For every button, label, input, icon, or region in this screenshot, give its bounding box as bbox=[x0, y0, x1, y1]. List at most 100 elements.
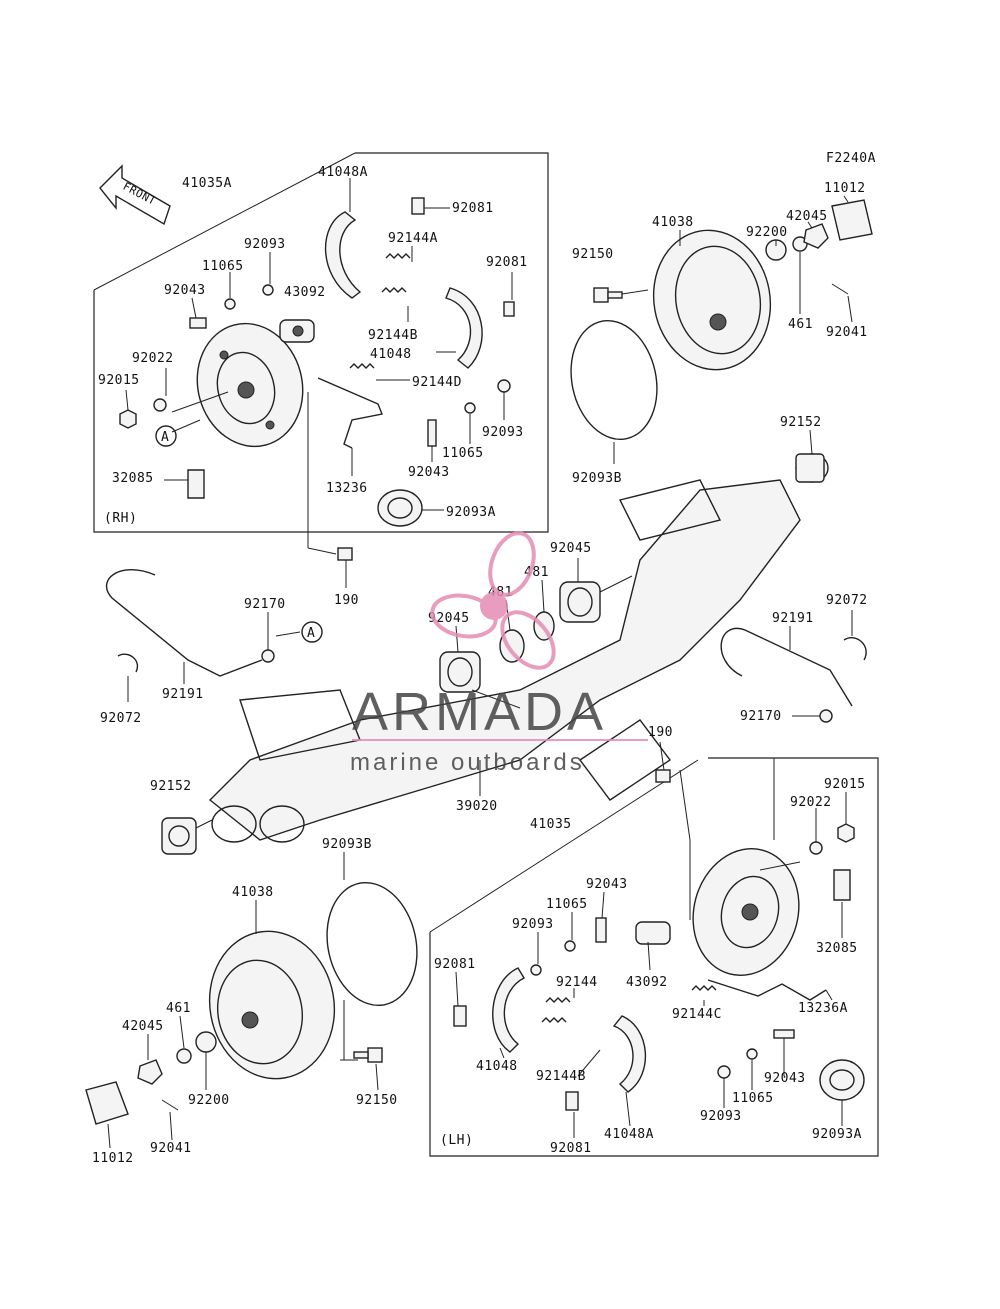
rh-cap-11012 bbox=[831, 199, 873, 241]
rh-washer-92093-b bbox=[497, 379, 511, 393]
lh-frame-diagonal bbox=[429, 759, 699, 933]
part-label: 92144A bbox=[388, 231, 438, 246]
armada-watermark: ARMADA marine outboards bbox=[350, 531, 648, 776]
ref-a-marker-rh: A bbox=[155, 425, 177, 447]
rh-spring-92144b bbox=[381, 287, 407, 293]
part-label: 92022 bbox=[790, 795, 832, 810]
lh-washer-11065 bbox=[564, 940, 576, 952]
part-label: 32085 bbox=[816, 941, 858, 956]
front-arrow-icon: FRONT bbox=[99, 164, 171, 226]
part-label: 92150 bbox=[356, 1093, 398, 1108]
rh-adjuster-clip-1 bbox=[411, 197, 425, 215]
part-label: 92072 bbox=[100, 711, 142, 726]
lh-washer-92022 bbox=[809, 841, 823, 855]
propeller-logo-icon bbox=[430, 531, 556, 670]
part-label: 41038 bbox=[652, 215, 694, 230]
part-label: 92191 bbox=[162, 687, 204, 702]
lh-brake-shoe-lower bbox=[612, 1015, 647, 1093]
part-label: 41048 bbox=[476, 1059, 518, 1074]
part-label: 190 bbox=[648, 725, 673, 740]
bolt-190-lh bbox=[655, 769, 671, 783]
part-label: 92081 bbox=[452, 201, 494, 216]
part-label: 92043 bbox=[586, 877, 628, 892]
leader-lines bbox=[107, 178, 853, 1149]
part-label: 92144C bbox=[672, 1007, 722, 1022]
part-label: 41035A bbox=[182, 176, 232, 191]
part-label: 92093A bbox=[446, 505, 496, 520]
part-label: 92081 bbox=[434, 957, 476, 972]
rh-drum-seal-92093b bbox=[570, 319, 658, 441]
rh-frame-diagonal bbox=[93, 152, 356, 291]
lh-brake-shoe-upper bbox=[492, 967, 525, 1053]
part-label: 92081 bbox=[486, 255, 528, 270]
clip-92072-lh bbox=[843, 637, 867, 661]
rh-brake-shoe-upper bbox=[324, 211, 362, 299]
diagram-code: F2240A bbox=[826, 151, 876, 166]
lh-ring-461 bbox=[176, 1048, 192, 1064]
bushing-92045-upper bbox=[559, 581, 601, 623]
part-label: 41048A bbox=[318, 165, 368, 180]
lh-spring-92144b bbox=[541, 1017, 567, 1023]
part-label: 92093 bbox=[512, 917, 554, 932]
part-label: 92043 bbox=[764, 1071, 806, 1086]
part-label: 42045 bbox=[122, 1019, 164, 1034]
part-label: 92041 bbox=[150, 1141, 192, 1156]
part-label: 92170 bbox=[244, 597, 286, 612]
lh-backing-plate bbox=[692, 848, 800, 976]
lh-washer-92093-b bbox=[717, 1065, 731, 1079]
part-label: 42045 bbox=[786, 209, 828, 224]
lh-spring-92144 bbox=[545, 997, 571, 1003]
rh-brake-shoe-lower bbox=[445, 287, 483, 369]
part-label: 11012 bbox=[824, 181, 866, 196]
part-label: 92072 bbox=[826, 593, 868, 608]
part-label: 92144D bbox=[412, 375, 462, 390]
part-label: 11065 bbox=[442, 446, 484, 461]
lh-label: (LH) bbox=[440, 1133, 473, 1148]
part-label: 13236A bbox=[798, 1001, 848, 1016]
lh-bolt-92150 bbox=[353, 1047, 383, 1063]
bushing-92045-lower bbox=[439, 651, 481, 693]
rh-cotter-92041 bbox=[831, 283, 849, 295]
part-label: 43092 bbox=[284, 285, 326, 300]
rh-seal-92093a bbox=[377, 489, 423, 527]
lh-washer-11065-b bbox=[746, 1048, 758, 1060]
part-label: 92093 bbox=[482, 425, 524, 440]
rh-wheel-cylinder bbox=[279, 319, 315, 343]
part-label: 92191 bbox=[772, 611, 814, 626]
lh-drum-seal-92093b bbox=[326, 881, 418, 1007]
rh-spring-92144a bbox=[385, 253, 411, 259]
part-label: 11065 bbox=[732, 1091, 774, 1106]
lh-pin-92043 bbox=[595, 917, 607, 943]
lh-wheel-cylinder bbox=[635, 921, 671, 945]
part-label: 92152 bbox=[780, 415, 822, 430]
rh-washer-92093 bbox=[262, 284, 274, 296]
lh-pin-92043-b bbox=[773, 1029, 795, 1039]
hose-92191-lh bbox=[720, 627, 853, 707]
bushing-92152-rh bbox=[795, 453, 829, 483]
part-label: 43092 bbox=[626, 975, 668, 990]
lh-seal-92093a bbox=[819, 1059, 865, 1101]
rh-washer-11065 bbox=[224, 298, 236, 310]
rh-bolt-92150 bbox=[593, 287, 623, 303]
part-label: 92200 bbox=[188, 1093, 230, 1108]
part-label: 92015 bbox=[98, 373, 140, 388]
part-label: 11065 bbox=[546, 897, 588, 912]
part-label: 92144B bbox=[536, 1069, 586, 1084]
lh-clip-92081-lower bbox=[565, 1091, 579, 1111]
part-label: 92200 bbox=[746, 225, 788, 240]
lh-nut-42045 bbox=[137, 1059, 163, 1085]
hose-92191-rh bbox=[105, 569, 263, 677]
rh-nut-92015 bbox=[119, 409, 137, 429]
lh-clip-32085 bbox=[833, 869, 851, 901]
part-label: 41035 bbox=[530, 817, 572, 832]
rh-frame bbox=[93, 152, 549, 533]
lh-cotter-92041 bbox=[161, 1099, 179, 1111]
rh-washer-11065-b bbox=[464, 402, 476, 414]
part-label: 92015 bbox=[824, 777, 866, 792]
part-label: 92144B bbox=[368, 328, 418, 343]
ref-a-marker-lh: A bbox=[301, 621, 323, 643]
part-label: 41048A bbox=[604, 1127, 654, 1142]
part-label: 92043 bbox=[164, 283, 206, 298]
lh-lever-13236a bbox=[707, 979, 827, 1001]
part-label: 92093B bbox=[572, 471, 622, 486]
